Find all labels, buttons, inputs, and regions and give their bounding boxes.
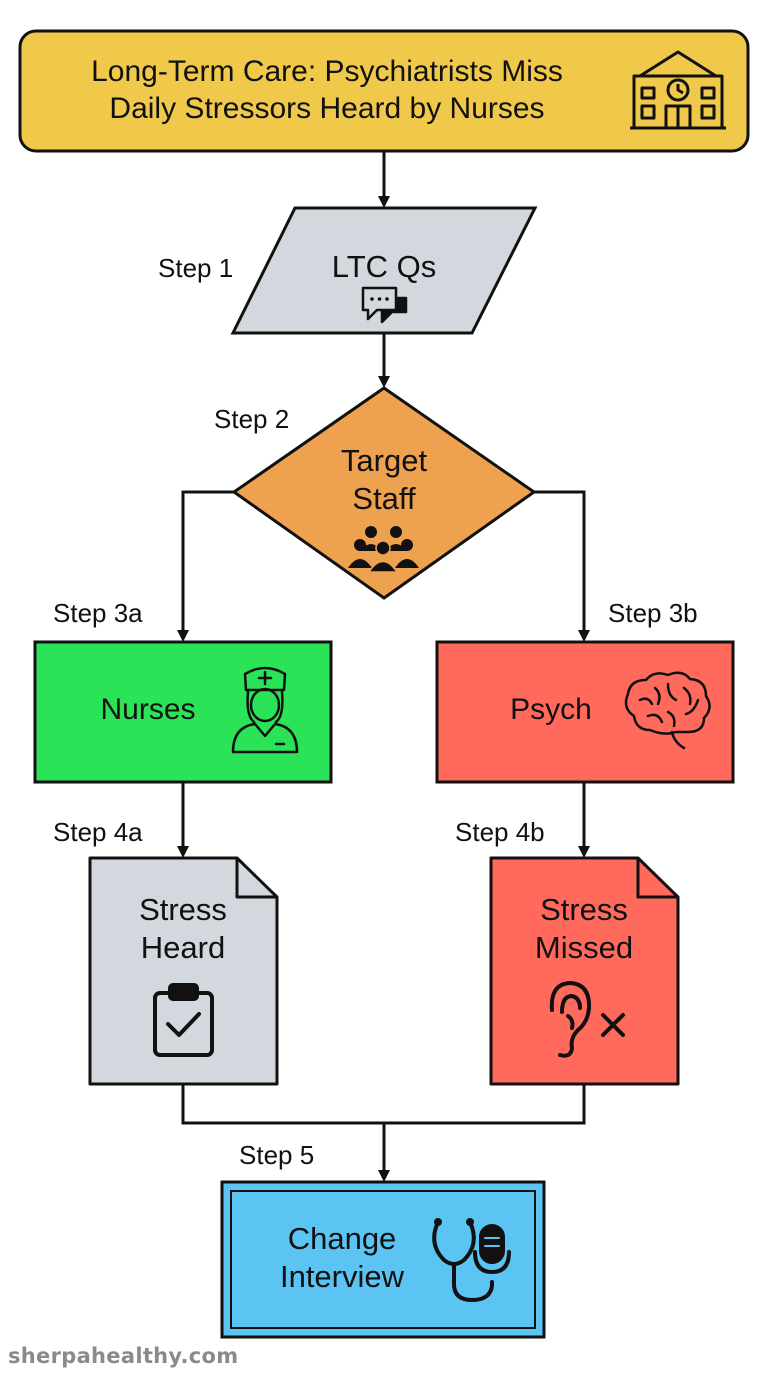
stress-missed-text: Stress Missed — [500, 891, 668, 967]
stress-missed-node — [489, 856, 680, 1086]
step-2-label: Step 2 — [214, 404, 290, 434]
step-3a-label: Step 3a — [53, 598, 143, 628]
step-1-label: Step 1 — [158, 253, 234, 283]
psych-node — [435, 640, 735, 784]
change-line-1: Change — [287, 1221, 397, 1256]
nurses-text: Nurses — [100, 693, 196, 726]
title-line-2: Daily Stressors Heard by Nurses — [109, 91, 545, 125]
title-line-1: Long-Term Care: Psychiatrists Miss — [91, 55, 563, 88]
stress-heard-node — [88, 856, 279, 1086]
missed-line-1: Stress — [540, 892, 628, 927]
heard-line-1: Stress — [139, 892, 227, 927]
footer-watermark: sherpahealthy.com — [8, 1344, 239, 1368]
step-3b-label: Step 3b — [608, 598, 698, 628]
change-interview-text: Change Interview — [262, 1220, 422, 1296]
target-staff-text: Target Staff — [314, 442, 454, 518]
arrow-target-to-nurses — [177, 490, 234, 642]
arrow-target-to-psych — [534, 490, 590, 642]
target-line-1: Target — [340, 443, 428, 478]
ear-x-icon — [549, 981, 625, 1058]
staff-group-icon — [348, 526, 419, 573]
ltc-questions-node — [230, 206, 538, 335]
step-4b-label: Step 4b — [455, 817, 545, 847]
diagram-title: Long-Term Care: Psychiatrists Miss Daily… — [32, 54, 622, 127]
nurse-icon — [231, 666, 299, 754]
ltc-questions-text: LTC Qs — [331, 249, 437, 284]
target-line-2: Staff — [352, 480, 416, 516]
stress-heard-text: Stress Heard — [100, 891, 266, 967]
psych-text: Psych — [510, 693, 592, 726]
change-line-2: Interview — [279, 1258, 405, 1294]
clipboard-check-icon — [153, 983, 214, 1057]
chat-bubbles-icon — [361, 286, 408, 324]
connector-heard-merge — [181, 1084, 586, 1125]
brain-icon — [624, 671, 711, 750]
target-staff-node — [231, 386, 537, 600]
missed-line-2: Missed — [534, 929, 634, 965]
building-clock-icon — [630, 50, 726, 130]
step-5-label: Step 5 — [239, 1140, 315, 1170]
stethoscope-mic-icon — [432, 1218, 511, 1302]
step-4a-label: Step 4a — [53, 817, 143, 847]
heard-line-2: Heard — [140, 929, 226, 965]
